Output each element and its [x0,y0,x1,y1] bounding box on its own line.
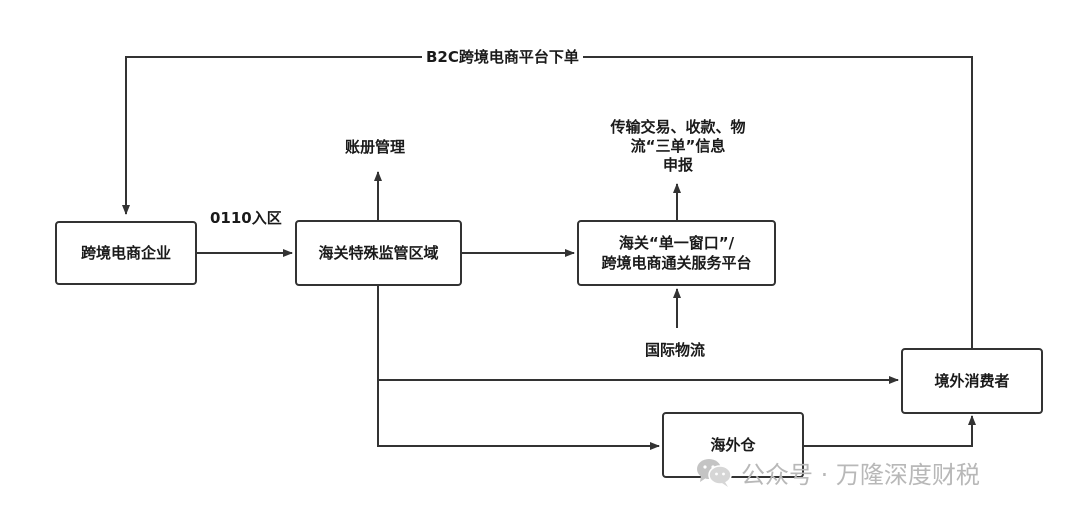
arrow-warehouse-to-consumer [804,415,976,447]
single-window-line-1: 海关“单一窗口”/ [618,234,735,252]
declaration-line-2: 流“三单”信息 [630,137,726,155]
wechat-icon [697,459,732,487]
watermark-text: 公众号 · 万隆深度财税 [741,460,980,489]
declaration-line-3: 申报 [662,156,693,174]
order-label: B2C跨境电商平台下单 [422,48,583,67]
special-zone-node-label: 海关特殊监管区域 [318,244,439,262]
arrow-zone-to-consumer [377,286,899,384]
enterprise-node-label: 跨境电商企业 [80,244,171,262]
declaration-line-1: 传输交易、收款、物 [610,118,746,136]
entry-label: 0110入区 [210,209,282,227]
arrow-zone-to-warehouse [377,380,660,450]
special-zone-node: 海关特殊监管区域 [295,220,462,286]
warehouse-node: 海外仓 [662,412,804,478]
logistics-label: 国际物流 [645,341,706,359]
single-window-line-2: 跨境电商通关服务平台 [601,254,752,272]
consumer-node: 境外消费者 [901,348,1043,414]
arrow-order-loop [122,56,973,348]
declaration-label: 传输交易、收款、物 流“三单”信息 申报 [598,118,758,175]
ledger-label: 账册管理 [345,138,406,156]
warehouse-node-label: 海外仓 [710,436,756,454]
consumer-node-label: 境外消费者 [934,372,1010,390]
enterprise-node: 跨境电商企业 [55,221,197,285]
single-window-node: 海关“单一窗口”/ 跨境电商通关服务平台 [577,220,776,286]
watermark: 公众号 · 万隆深度财税 [695,452,980,492]
